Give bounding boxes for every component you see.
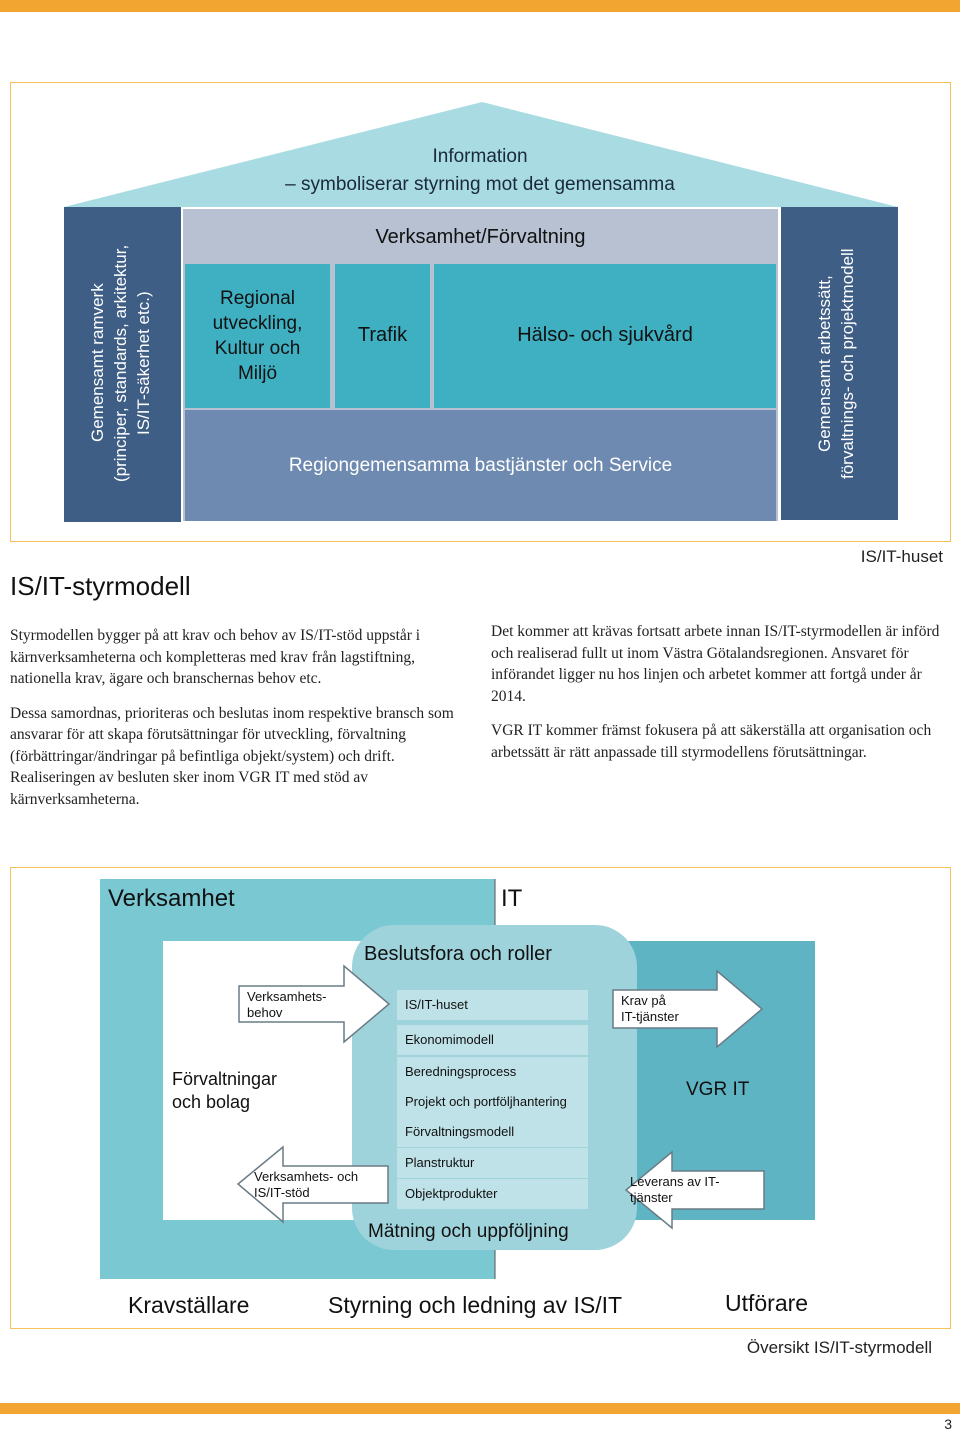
model-item-planstruktur: Planstruktur [397, 1148, 588, 1178]
bottom-accent-bar [0, 1403, 960, 1414]
arrow-leverans [624, 1150, 765, 1230]
model-it-label: IT [501, 885, 523, 912]
house-base [185, 410, 776, 521]
arrow-bl-text: Verksamhets- och IS/IT-stöd [254, 1169, 358, 1201]
model-forvaltningar-label: Förvaltningar och bolag [172, 1068, 277, 1114]
house-box-trafik-text: Trafik [357, 324, 408, 346]
box1-line1: Regional [220, 288, 295, 309]
house-box-regional-text: Regional utveckling, Kultur och Miljö [185, 286, 330, 386]
model-caption: Översikt IS/IT-styrmodell [746, 1338, 932, 1357]
arrow-krav [612, 969, 764, 1049]
arrow-tr-line2: IT-tjänster [621, 1009, 679, 1024]
box1-line4: Miljö [237, 363, 278, 384]
house-box-halso [434, 264, 776, 408]
arrow-tr-text: Krav på IT-tjänster [621, 993, 679, 1025]
model-vgr-it-label: VGR IT [686, 1079, 750, 1100]
forvaltningar-line1: Förvaltningar [172, 1069, 278, 1089]
model-item-beredningsprocess: Beredningsprocess [397, 1057, 588, 1087]
arrow-bl-line1: Verksamhets- och [254, 1169, 359, 1184]
house-left-pillar [64, 207, 181, 522]
house-roof-line1: Information [432, 146, 528, 167]
top-accent-bar [0, 0, 960, 12]
arrow-br-line1: Leverans av IT- [630, 1174, 720, 1189]
house-base-text: Regiongemensamma bastjänster och Service [288, 455, 673, 476]
model-item-objektprodukter: Objektprodukter [397, 1179, 588, 1209]
model-verksamhet-label: Verksamhet [108, 885, 235, 912]
left-paragraph-2: Dessa samordnas, prioriteras och besluta… [10, 704, 454, 808]
model-figure-frame [10, 867, 951, 1329]
forvaltningar-line2: och bolag [172, 1092, 251, 1112]
house-band-title: Verksamhet/Förvaltning [375, 226, 586, 248]
model-styrning-label: Styrning och ledning av IS/IT [328, 1292, 623, 1318]
arrow-verksamhetsbehov [238, 964, 391, 1044]
arrow-tl-text: Verksamhets- behov [247, 989, 326, 1021]
arrow-tr-line1: Krav på [621, 993, 666, 1008]
model-item-forvaltningsmodell: Förvaltningsmodell [397, 1117, 588, 1147]
box1-line3: Kultur och [214, 338, 301, 359]
model-kravstallare-label: Kravställare [128, 1292, 250, 1318]
house-box-regional [185, 264, 330, 408]
house-caption: IS/IT-huset [860, 547, 943, 566]
model-item-ekonomimodell: Ekonomimodell [397, 1025, 588, 1055]
house-box-halso-text: Hälso- och sjukvård [517, 324, 693, 346]
model-matning-label: Mätning och uppföljning [368, 1221, 569, 1242]
house-roof [64, 102, 898, 207]
arrow-tl-line2: behov [247, 1005, 283, 1020]
model-utforare-label: Utförare [725, 1290, 809, 1316]
model-item-isit-huset: IS/IT-huset [397, 990, 588, 1020]
arrow-bl-line2: IS/IT-stöd [254, 1185, 310, 1200]
arrow-tl-line1: Verksamhets- [247, 989, 327, 1004]
arrow-stod [236, 1145, 389, 1224]
house-figure [64, 102, 898, 522]
house-roof-line2: – symboliserar styrning mot det gemensam… [285, 174, 675, 195]
right-paragraph-2: VGR IT kommer främst fokusera på att säk… [491, 722, 932, 761]
model-item-projekt: Projekt och portföljhantering [397, 1087, 588, 1117]
left-column: Styrmodellen bygger på att krav och beho… [10, 625, 468, 823]
section-title: IS/IT-styrmodell [10, 571, 191, 601]
arrow-br-text: Leverans av IT- tjänster [630, 1174, 720, 1206]
page-number: 3 [944, 1416, 952, 1432]
box1-line2: utveckling, [212, 313, 303, 334]
house-right-pillar [781, 207, 898, 520]
right-paragraph-1: Det kommer att krävas fortsatt arbete in… [491, 623, 940, 705]
left-paragraph-1: Styrmodellen bygger på att krav och beho… [10, 627, 421, 687]
right-column: Det kommer att krävas fortsatt arbete in… [491, 621, 948, 776]
house-box-trafik [335, 264, 430, 408]
model-beslutsfora-title: Beslutsfora och roller [364, 943, 552, 965]
arrow-br-line2: tjänster [630, 1190, 673, 1205]
house-figure-frame [10, 82, 951, 542]
